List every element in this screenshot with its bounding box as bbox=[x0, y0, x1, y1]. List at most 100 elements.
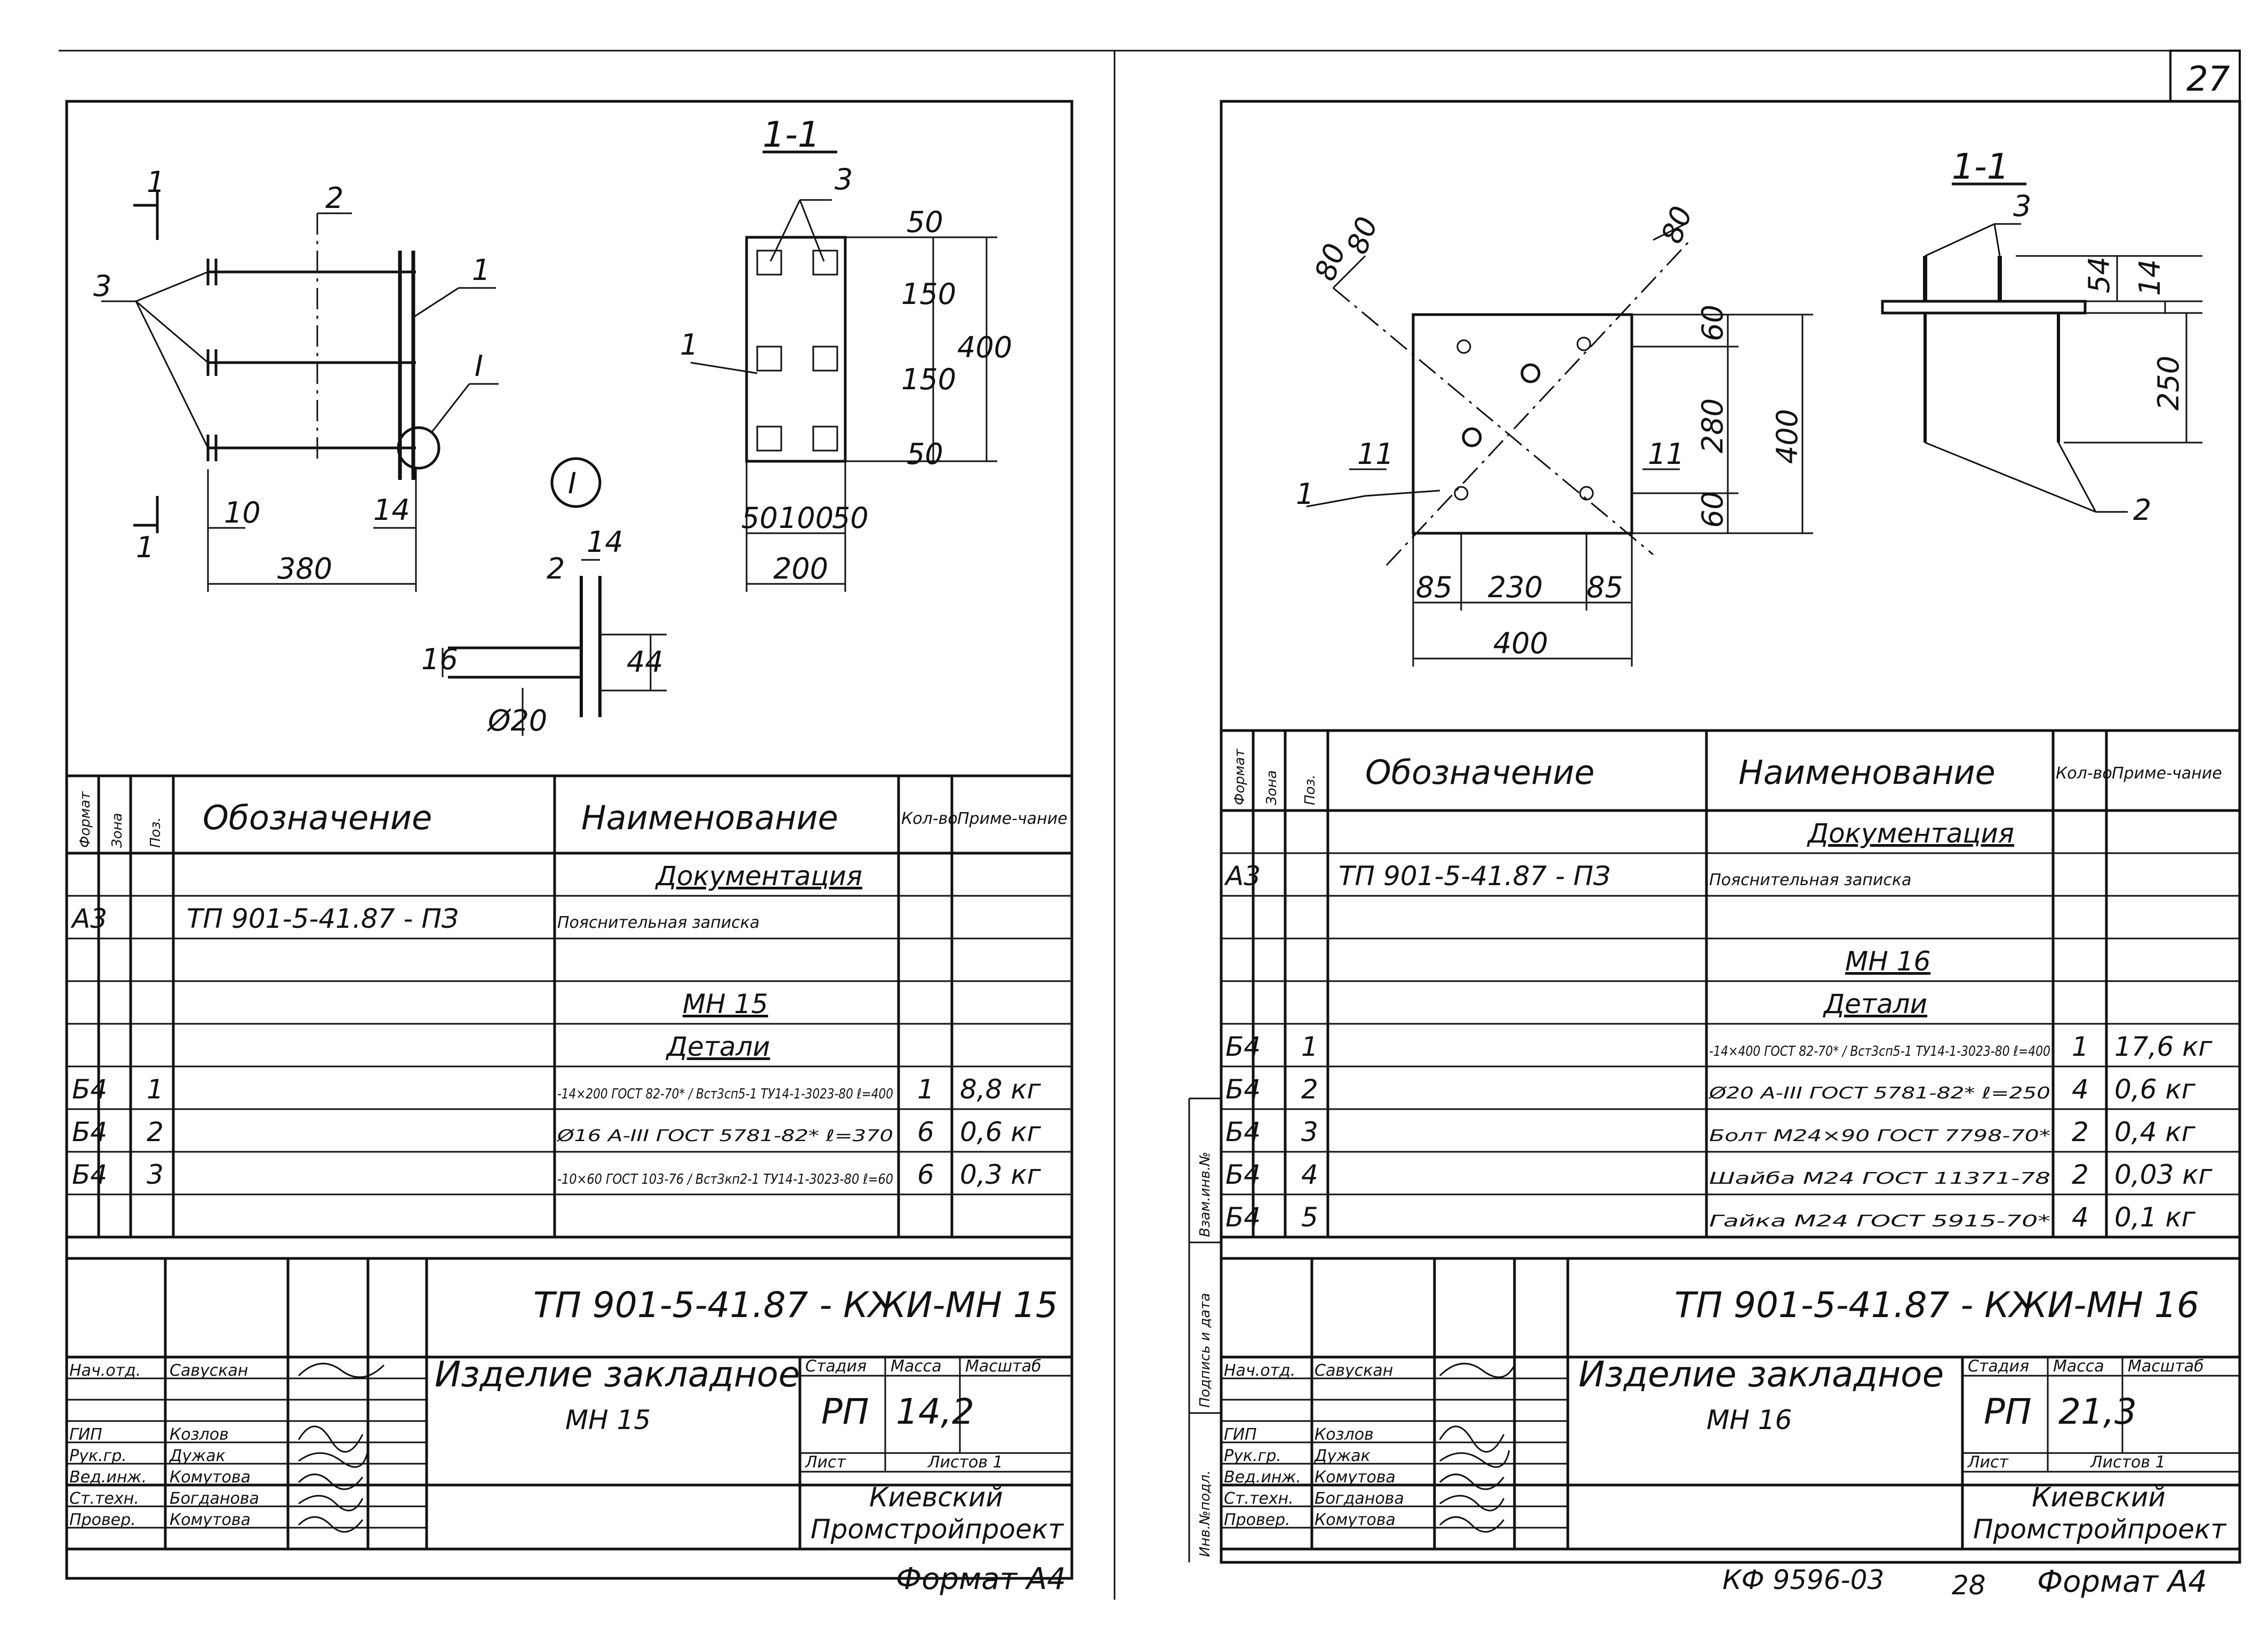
left-row8-format: Б4 bbox=[72, 1159, 107, 1190]
right-row8-pos: 3 bbox=[1301, 1117, 1318, 1147]
table-row: Документация bbox=[655, 861, 862, 892]
left-section-label: 1-1 bbox=[763, 114, 820, 155]
table-row: Б4 3 -10×60 ГОСТ 103-76 / Вст3кп2-1 ТУ14… bbox=[72, 1159, 1041, 1190]
right-dim-280: 280 bbox=[1696, 398, 1729, 453]
right-row2-name: Пояснительная записка bbox=[1709, 871, 1911, 889]
right-signatures bbox=[1440, 1363, 1514, 1532]
left-detail-dim-44: 44 bbox=[627, 645, 663, 679]
right-row5-name: Детали bbox=[1823, 989, 1927, 1020]
right-spec-table-grid bbox=[1221, 731, 2240, 1237]
right-person-5: Богданова bbox=[1315, 1489, 1404, 1508]
right-dim-60-top: 60 bbox=[1696, 304, 1729, 341]
left-person-6: Комутова bbox=[170, 1511, 251, 1529]
left-row6-format: Б4 bbox=[72, 1074, 107, 1105]
right-stage-label: Стадия bbox=[1968, 1357, 2029, 1376]
left-detail-dim-14: 14 bbox=[587, 525, 623, 559]
left-dim-10: 10 bbox=[224, 496, 261, 529]
right-copy-code: КФ 9596-03 bbox=[1722, 1564, 1884, 1595]
left-dim-50-top: 50 bbox=[907, 205, 943, 239]
right-plan-view bbox=[1307, 224, 1813, 667]
left-row6-name: -14×200 ГОСТ 82-70* / Вст3сп5-1 ТУ14-1-3… bbox=[557, 1086, 893, 1102]
left-title-block-grid bbox=[67, 1258, 1072, 1549]
right-dim-14: 14 bbox=[2133, 259, 2167, 296]
right-row8-note: 0,4 кг bbox=[2114, 1117, 2196, 1147]
left-header-note: Приме-чание bbox=[957, 809, 1068, 828]
right-side-label-b: Подпись и дата bbox=[1197, 1293, 1213, 1408]
right-stage-value: РП bbox=[1984, 1391, 2031, 1432]
right-row6-pos: 1 bbox=[1301, 1031, 1318, 1062]
right-row9-name: Шайба М24 ГОСТ 11371-78 bbox=[1709, 1169, 2050, 1188]
right-header-name: Наименование bbox=[1738, 753, 1995, 792]
right-section-pos3: 3 bbox=[2013, 189, 2031, 223]
left-row8-name: -10×60 ГОСТ 103-76 / Вст3кп2-1 ТУ14-1-30… bbox=[557, 1171, 893, 1187]
left-row2-format: А3 bbox=[70, 903, 107, 934]
left-mass-label: Масса bbox=[891, 1357, 942, 1376]
right-row9-note: 0,03 кг bbox=[2114, 1159, 2213, 1190]
left-stage-label: Стадия bbox=[805, 1357, 867, 1376]
left-row7-name: Ø16 А-III ГОСТ 5781-82* ℓ=370 bbox=[556, 1127, 893, 1145]
right-plate-pos1: 1 bbox=[1296, 477, 1314, 511]
table-row: Б4 2 Ø16 А-III ГОСТ 5781-82* ℓ=370 6 0,6… bbox=[72, 1117, 1041, 1147]
right-sheet-label: Лист bbox=[1967, 1453, 2009, 1472]
right-role-2: ГИП bbox=[1224, 1425, 1257, 1444]
right-header-qty: Кол-во bbox=[2056, 764, 2112, 783]
left-spec-table-grid bbox=[67, 776, 1072, 1237]
table-row: Детали bbox=[666, 1031, 770, 1062]
left-role-4: Вед.инж. bbox=[69, 1468, 147, 1487]
left-plate-pos1: 1 bbox=[680, 328, 698, 362]
right-dim-250: 250 bbox=[2152, 356, 2185, 411]
table-row: Б4 1 -14×200 ГОСТ 82-70* / Вст3сп5-1 ТУ1… bbox=[72, 1074, 1041, 1105]
left-dim-150-a: 150 bbox=[901, 277, 956, 311]
left-dim-14: 14 bbox=[373, 493, 410, 527]
right-row10-qty: 4 bbox=[2072, 1202, 2089, 1233]
left-row2-name: Пояснительная записка bbox=[557, 913, 759, 932]
table-row: МН 16 bbox=[1845, 946, 1930, 977]
right-row10-pos: 5 bbox=[1301, 1202, 1318, 1233]
left-dim-200: 200 bbox=[773, 552, 828, 585]
right-sheets-label: Листов 1 bbox=[2090, 1453, 2166, 1472]
left-role-5: Ст.техн. bbox=[69, 1489, 139, 1508]
right-dim-85-left: 85 bbox=[1416, 571, 1453, 604]
right-scale-label: Масштаб bbox=[2128, 1357, 2204, 1376]
table-row: Детали bbox=[1823, 989, 1927, 1020]
right-row8-format: Б4 bbox=[1225, 1117, 1261, 1147]
left-pos3-label: 3 bbox=[93, 269, 111, 303]
right-row10-note: 0,1 кг bbox=[2114, 1202, 2196, 1233]
left-signature-list: Нач.отд. Савускан ГИП Козлов Рук.гр. Дуж… bbox=[69, 1361, 259, 1529]
right-title-block-grid bbox=[1221, 1258, 2240, 1549]
left-pos2-label: 2 bbox=[325, 181, 343, 215]
left-row6-note: 8,8 кг bbox=[960, 1074, 1041, 1105]
right-row4-name: МН 16 bbox=[1845, 946, 1930, 977]
left-person-5: Богданова bbox=[170, 1489, 259, 1508]
left-org-line1: Киевский bbox=[869, 1482, 1003, 1513]
left-row2-designation: ТП 901-5-41.87 - ПЗ bbox=[187, 903, 459, 934]
right-person-1: Савускан bbox=[1315, 1361, 1393, 1380]
right-header-zone: Зона bbox=[1264, 770, 1280, 805]
right-row6-qty: 1 bbox=[2072, 1031, 2089, 1062]
right-header-pos: Поз. bbox=[1302, 774, 1318, 805]
right-row7-name: Ø20 А-III ГОСТ 5781-82* ℓ=250 bbox=[1708, 1084, 2050, 1103]
left-row8-qty: 6 bbox=[917, 1159, 934, 1190]
right-mass-value: 21,3 bbox=[2058, 1391, 2137, 1432]
right-format-label: Формат А4 bbox=[2037, 1564, 2207, 1599]
left-role-1: Нач.отд. bbox=[69, 1361, 141, 1380]
right-row2-designation: ТП 901-5-41.87 - ПЗ bbox=[1339, 861, 1610, 892]
left-plate-view bbox=[691, 152, 997, 592]
left-row6-pos: 1 bbox=[147, 1074, 164, 1105]
left-row1-name: Документация bbox=[655, 861, 862, 892]
left-cut-label-top: 1 bbox=[147, 165, 165, 199]
left-dim-50-bottom: 50 bbox=[907, 437, 943, 471]
right-row10-format: Б4 bbox=[1225, 1202, 1261, 1233]
right-dim-400-width: 400 bbox=[1493, 627, 1548, 660]
table-row: А3 ТП 901-5-41.87 - ПЗ Пояснительная зап… bbox=[1224, 861, 1911, 892]
right-person-6: Комутова bbox=[1315, 1511, 1396, 1529]
right-person-2: Козлов bbox=[1315, 1425, 1374, 1444]
left-item-name: Изделие закладное bbox=[435, 1354, 800, 1395]
right-row8-name: Болт М24×90 ГОСТ 7798-70* bbox=[1709, 1127, 2050, 1145]
right-row7-note: 0,6 кг bbox=[2114, 1074, 2196, 1105]
right-org-line2: Промстройпроект bbox=[1973, 1514, 2227, 1545]
table-row: А3 ТП 901-5-41.87 - ПЗ Пояснительная зап… bbox=[70, 903, 759, 934]
left-format-label: Формат А4 bbox=[896, 1562, 1066, 1596]
left-detail-dim-16: 16 bbox=[421, 643, 458, 676]
left-plate-pos3: 3 bbox=[835, 163, 853, 196]
